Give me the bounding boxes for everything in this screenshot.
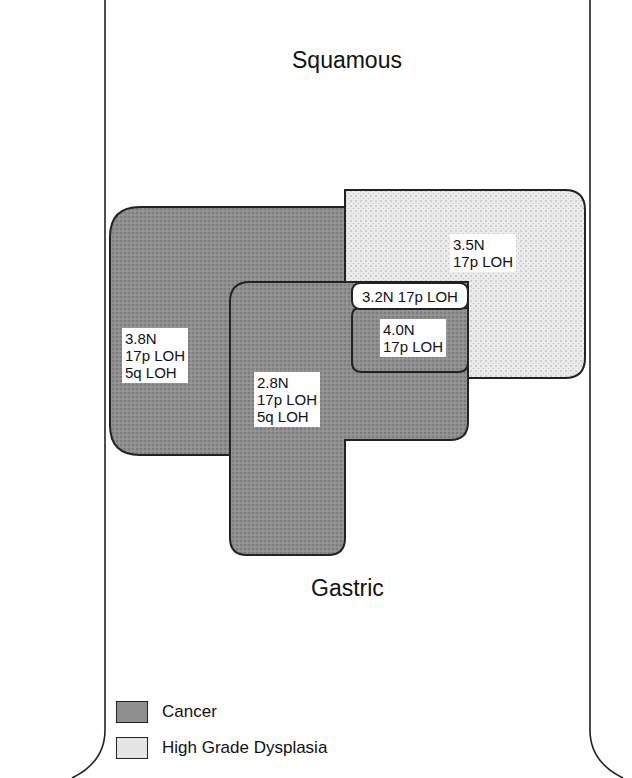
legend-swatch: [116, 701, 148, 723]
legend-text: High Grade Dysplasia: [162, 738, 327, 758]
legend-text: Cancer: [162, 702, 217, 722]
sample-label: 3.8N17p LOH5q LOH: [122, 328, 188, 383]
sample-label: 3.5N17p LOH: [450, 234, 516, 272]
legend-swatch: [116, 737, 148, 759]
sample-text: 5q LOH: [257, 408, 317, 425]
sample-text: 3.2N 17p LOH: [362, 288, 458, 305]
dysplasia-region: [345, 190, 585, 378]
cancer-region: [352, 308, 468, 372]
sample-text: 4.0N: [383, 321, 443, 338]
sample-region: [352, 283, 468, 309]
cancer-region: [230, 282, 468, 555]
esophagus-wall: [72, 0, 105, 778]
sample-label: 2.8N17p LOH5q LOH: [254, 372, 320, 427]
sample-label: 3.2N 17p LOH: [360, 287, 460, 306]
sample-label: 4.0N17p LOH: [380, 319, 446, 357]
sample-text: 17p LOH: [257, 391, 317, 408]
sample-text: 3.5N: [453, 236, 513, 253]
esophagus-wall: [590, 0, 623, 778]
sample-text: 17p LOH: [125, 347, 185, 364]
sample-text: 17p LOH: [383, 338, 443, 355]
sample-text: 3.8N: [125, 330, 185, 347]
region-label: Squamous: [292, 47, 402, 74]
sample-text: 17p LOH: [453, 253, 513, 270]
sample-text: 5q LOH: [125, 364, 185, 381]
region-label: Gastric: [311, 575, 384, 602]
sample-text: 2.8N: [257, 374, 317, 391]
